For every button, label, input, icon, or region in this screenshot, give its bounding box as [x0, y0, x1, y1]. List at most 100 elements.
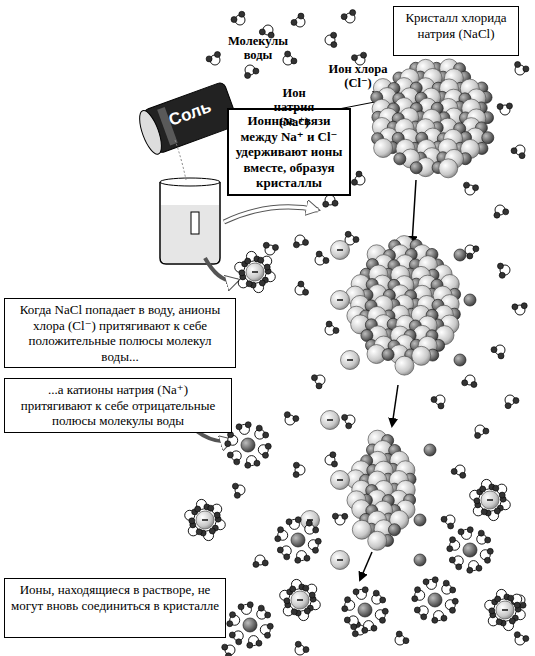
hydrogen-atom: [262, 560, 268, 566]
hydrogen-atom: [489, 608, 495, 614]
hydrogen-atom: [303, 289, 309, 295]
hydrogen-atom: [291, 19, 297, 25]
hydrogen-atom: [332, 513, 338, 519]
chloride-ion: [341, 351, 360, 370]
hydrogen-atom: [246, 281, 252, 287]
hydrogen-atom: [236, 424, 242, 430]
hydrogen-atom: [245, 258, 251, 264]
hydrogen-atom: [234, 492, 240, 498]
flow-arrow: [224, 207, 318, 222]
hydrogen-atom: [414, 607, 420, 613]
hydrogen-atom: [231, 17, 237, 23]
hydrogen-atom: [291, 58, 297, 64]
hydrogen-atom: [323, 201, 329, 207]
hydrogen-atom: [520, 602, 526, 608]
hydrogen-atom: [256, 425, 262, 431]
hydrogen-atom: [382, 608, 388, 614]
hydrogen-atom: [499, 492, 505, 498]
hydrogen-atom: [449, 607, 455, 613]
hydrogen-atom: [362, 627, 368, 633]
hydrogen-atom: [222, 644, 228, 650]
hydrogen-atom: [497, 104, 503, 110]
stage-arrow: [392, 385, 398, 426]
hydrogen-atom: [498, 353, 504, 359]
hydrogen-atom: [480, 486, 486, 492]
hydrogen-atom: [345, 597, 351, 603]
flow-arrow: [224, 207, 318, 222]
hydrogen-atom: [471, 382, 477, 388]
hydrogen-atom: [356, 171, 362, 177]
hydrogen-atom: [515, 62, 521, 68]
sodium-ion: [454, 249, 466, 261]
hydrogen-atom: [264, 264, 270, 270]
hydrogen-atom: [458, 529, 464, 535]
sodium-ion: [463, 543, 477, 557]
hydrogen-atom: [245, 462, 251, 468]
sodium-ion: [291, 533, 305, 547]
hydrogen-atom: [431, 397, 437, 403]
hydrogen-atom: [342, 513, 348, 519]
hydrogen-atom: [450, 537, 456, 543]
sodium-ion: [382, 349, 394, 361]
particles: [185, 10, 529, 656]
hydrogen-atom: [412, 596, 418, 602]
chloride-ion: [412, 346, 431, 365]
hydrogen-atom: [285, 51, 291, 57]
hydrogen-atom: [229, 632, 235, 638]
hydrogen-atom: [290, 586, 296, 592]
hydrogen-atom: [344, 617, 350, 623]
sodium-ion: [464, 294, 476, 306]
hydrogen-atom: [258, 257, 264, 263]
stage-arrow: [412, 180, 416, 244]
minus-sign: [487, 499, 493, 500]
chloride-ion: [331, 241, 350, 260]
hydrogen-atom: [195, 506, 201, 512]
hydrogen-atom: [509, 618, 515, 624]
hydrogen-atom: [523, 66, 529, 72]
hydrogen-atom: [254, 460, 260, 466]
hydrogen-atom: [476, 565, 482, 571]
hydrogen-atom: [421, 614, 427, 620]
hydrogen-atom: [345, 231, 351, 237]
chloride-ion: [331, 471, 350, 490]
hydrogen-atom: [295, 517, 301, 523]
hydrogen-atom: [293, 472, 299, 478]
hydrogen-atom: [214, 52, 220, 58]
hydrogen-atom: [362, 587, 368, 593]
beaker: [160, 140, 220, 264]
hydrogen-atom: [306, 520, 312, 526]
hydrogen-atom: [493, 485, 499, 491]
hydrogen-atom: [331, 32, 337, 38]
hydrogen-atom: [350, 10, 356, 16]
hydrogen-atom: [225, 441, 231, 447]
hydrogen-atom: [304, 555, 310, 561]
hydrogen-atom: [451, 468, 457, 474]
sodium-ion: [428, 593, 442, 607]
hydrogen-atom: [284, 412, 290, 418]
hydrogen-atom: [353, 237, 359, 243]
hydrogen-atom: [462, 380, 468, 386]
sodium-ion: [454, 354, 466, 366]
hydrogen-atom: [309, 592, 315, 598]
hydrogen-atom: [484, 557, 490, 563]
hydrogen-atom: [284, 554, 290, 560]
hydrogen-atom: [295, 557, 301, 563]
hydrogen-atom: [272, 244, 278, 250]
hydrogen-atom: [403, 638, 409, 644]
hydrogen-atom: [236, 639, 242, 645]
hydrogen-atom: [291, 609, 297, 615]
minus-sign: [337, 559, 343, 560]
hydrogen-atom: [316, 251, 322, 257]
hydrogen-atom: [330, 452, 336, 458]
hydrogen-atom: [351, 55, 357, 61]
hydrogen-atom: [313, 527, 319, 533]
hydrogen-atom: [247, 602, 253, 608]
hydrogen-atom: [351, 624, 357, 630]
minus-sign: [327, 419, 333, 420]
hydrogen-atom: [302, 239, 308, 245]
hydrogen-atom: [265, 612, 271, 618]
hydrogen-atom: [351, 179, 357, 185]
part-label: Молекулы воды: [218, 34, 298, 63]
hydrogen-atom: [495, 596, 501, 602]
